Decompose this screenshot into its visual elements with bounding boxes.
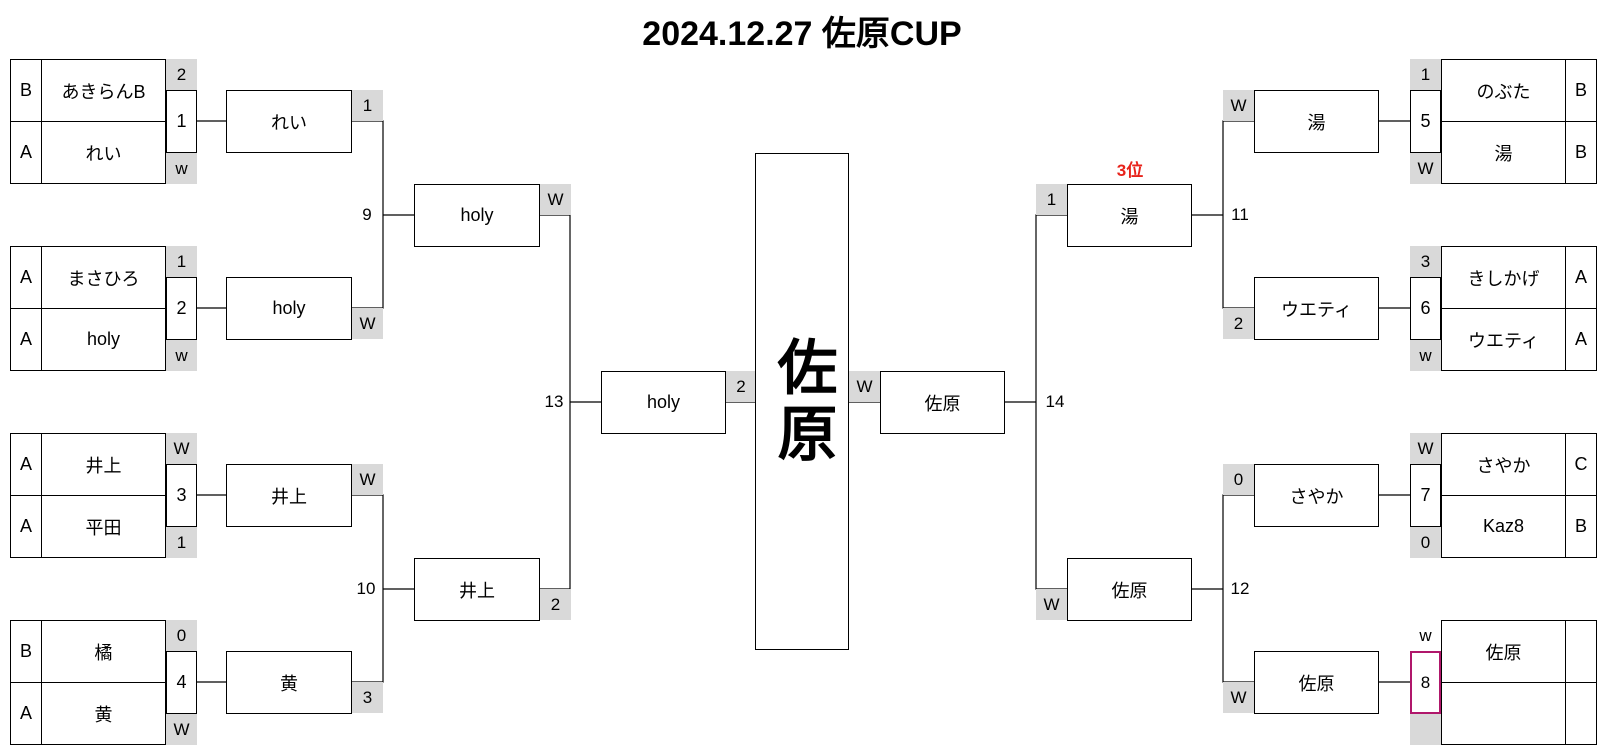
m4-match-number: 4	[166, 651, 197, 714]
m4-team1-score: 0	[166, 620, 197, 651]
m3-team1-class: A	[10, 433, 42, 496]
m8-team1-class	[1565, 620, 1597, 683]
m2-team1-name: まさひろ	[41, 246, 166, 309]
page-title: 2024.12.27 佐原CUP	[642, 15, 962, 53]
r2-right-3-name: さやか	[1254, 464, 1379, 527]
m7-team1-score: W	[1410, 433, 1441, 464]
m6-team2-score: w	[1410, 340, 1441, 371]
r2-right-1-score: W	[1223, 90, 1254, 121]
m3-team1-name: 井上	[41, 433, 166, 496]
m4-team1-class: B	[10, 620, 42, 683]
m5-team1-class: B	[1565, 59, 1597, 122]
m2-team1-class: A	[10, 246, 42, 309]
m4-team2-score: W	[166, 714, 197, 745]
third-place-label: 3位	[1116, 161, 1144, 180]
m5-team1-name: のぶた	[1441, 59, 1566, 122]
m5-team2-class: B	[1565, 121, 1597, 184]
m4-team2-name: 黄	[41, 682, 166, 745]
m1-team2-name: れい	[41, 121, 166, 184]
m5-match-number: 5	[1410, 90, 1441, 153]
final-right-name: 佐原	[880, 371, 1005, 434]
m5-team1-score: 1	[1410, 59, 1441, 90]
r2-left-1-name: れい	[226, 90, 352, 153]
r2-right-bottom-match-number: 12	[1230, 579, 1250, 598]
r3-left-2-score: 2	[540, 589, 571, 620]
m6-match-number: 6	[1410, 277, 1441, 340]
m1-match-number: 1	[166, 90, 197, 153]
m1-team2-score: w	[166, 153, 197, 184]
m1-team1-class: B	[10, 59, 42, 122]
m8-team2-score	[1410, 714, 1441, 745]
m2-match-number: 2	[166, 277, 197, 340]
m5-team2-score: W	[1410, 153, 1441, 184]
m3-team2-name: 平田	[41, 495, 166, 558]
r2-right-3-score: 0	[1223, 464, 1254, 495]
m7-team2-score: 0	[1410, 527, 1441, 558]
champion-box: 佐原	[755, 153, 849, 650]
m7-match-number: 7	[1410, 464, 1441, 527]
m6-team1-name: きしかげ	[1441, 246, 1566, 309]
r2-left-3-score: W	[352, 464, 383, 495]
r3-right-1-name: 湯	[1067, 184, 1192, 247]
r2-left-4-score: 3	[352, 682, 383, 713]
r3-right-1-score: 1	[1036, 184, 1067, 215]
r3-left-1-score: W	[540, 184, 571, 215]
m7-team1-name: さやか	[1441, 433, 1566, 496]
m2-team2-score: w	[166, 340, 197, 371]
m3-team2-score: 1	[166, 527, 197, 558]
m3-match-number: 3	[166, 464, 197, 527]
m1-team1-name: あきらんB	[41, 59, 166, 122]
r2-right-1-name: 湯	[1254, 90, 1379, 153]
r3-right-match-number: 14	[1045, 392, 1065, 411]
m7-team2-class: B	[1565, 495, 1597, 558]
m6-team2-class: A	[1565, 308, 1597, 371]
m8-team2-class	[1565, 682, 1597, 745]
r2-left-4-name: 黄	[226, 651, 352, 714]
m4-team2-class: A	[10, 682, 42, 745]
final-left-name: holy	[601, 371, 726, 434]
final-left-score: 2	[726, 371, 756, 402]
r2-right-top-match-number: 11	[1231, 205, 1249, 224]
r3-left-2-name: 井上	[414, 558, 540, 621]
m6-team1-class: A	[1565, 246, 1597, 309]
m3-team2-class: A	[10, 495, 42, 558]
m7-team1-class: C	[1565, 433, 1597, 496]
final-right-score: W	[849, 371, 880, 402]
r2-left-1-score: 1	[352, 90, 383, 121]
r3-right-2-name: 佐原	[1067, 558, 1192, 621]
m8-team1-name: 佐原	[1441, 620, 1566, 683]
r3-right-2-score: W	[1036, 589, 1067, 620]
m2-team2-name: holy	[41, 308, 166, 371]
r2-right-4-name: 佐原	[1254, 651, 1379, 714]
m4-team1-name: 橘	[41, 620, 166, 683]
m8-team1-score: w	[1419, 625, 1432, 645]
m1-team2-class: A	[10, 121, 42, 184]
r2-right-2-name: ウエティ	[1254, 277, 1379, 340]
m1-team1-score: 2	[166, 59, 197, 90]
m6-team2-name: ウエティ	[1441, 308, 1566, 371]
m6-team1-score: 3	[1410, 246, 1441, 277]
m8-team2-name	[1441, 682, 1566, 745]
r2-right-2-score: 2	[1223, 308, 1254, 339]
m7-team2-name: Kaz8	[1441, 495, 1566, 558]
r2-left-3-name: 井上	[226, 464, 352, 527]
m2-team2-class: A	[10, 308, 42, 371]
r3-left-1-name: holy	[414, 184, 540, 247]
m8-match-number: 8	[1410, 651, 1441, 714]
r3-left-match-number: 13	[544, 392, 564, 411]
m2-team1-score: 1	[166, 246, 197, 277]
r2-left-2-name: holy	[226, 277, 352, 340]
r2-left-bottom-match-number: 10	[356, 579, 376, 598]
m5-team2-name: 湯	[1441, 121, 1566, 184]
r2-left-top-match-number: 9	[362, 205, 372, 224]
r2-left-2-score: W	[352, 308, 383, 339]
m3-team1-score: W	[166, 433, 197, 464]
r2-right-4-score: W	[1223, 682, 1254, 713]
